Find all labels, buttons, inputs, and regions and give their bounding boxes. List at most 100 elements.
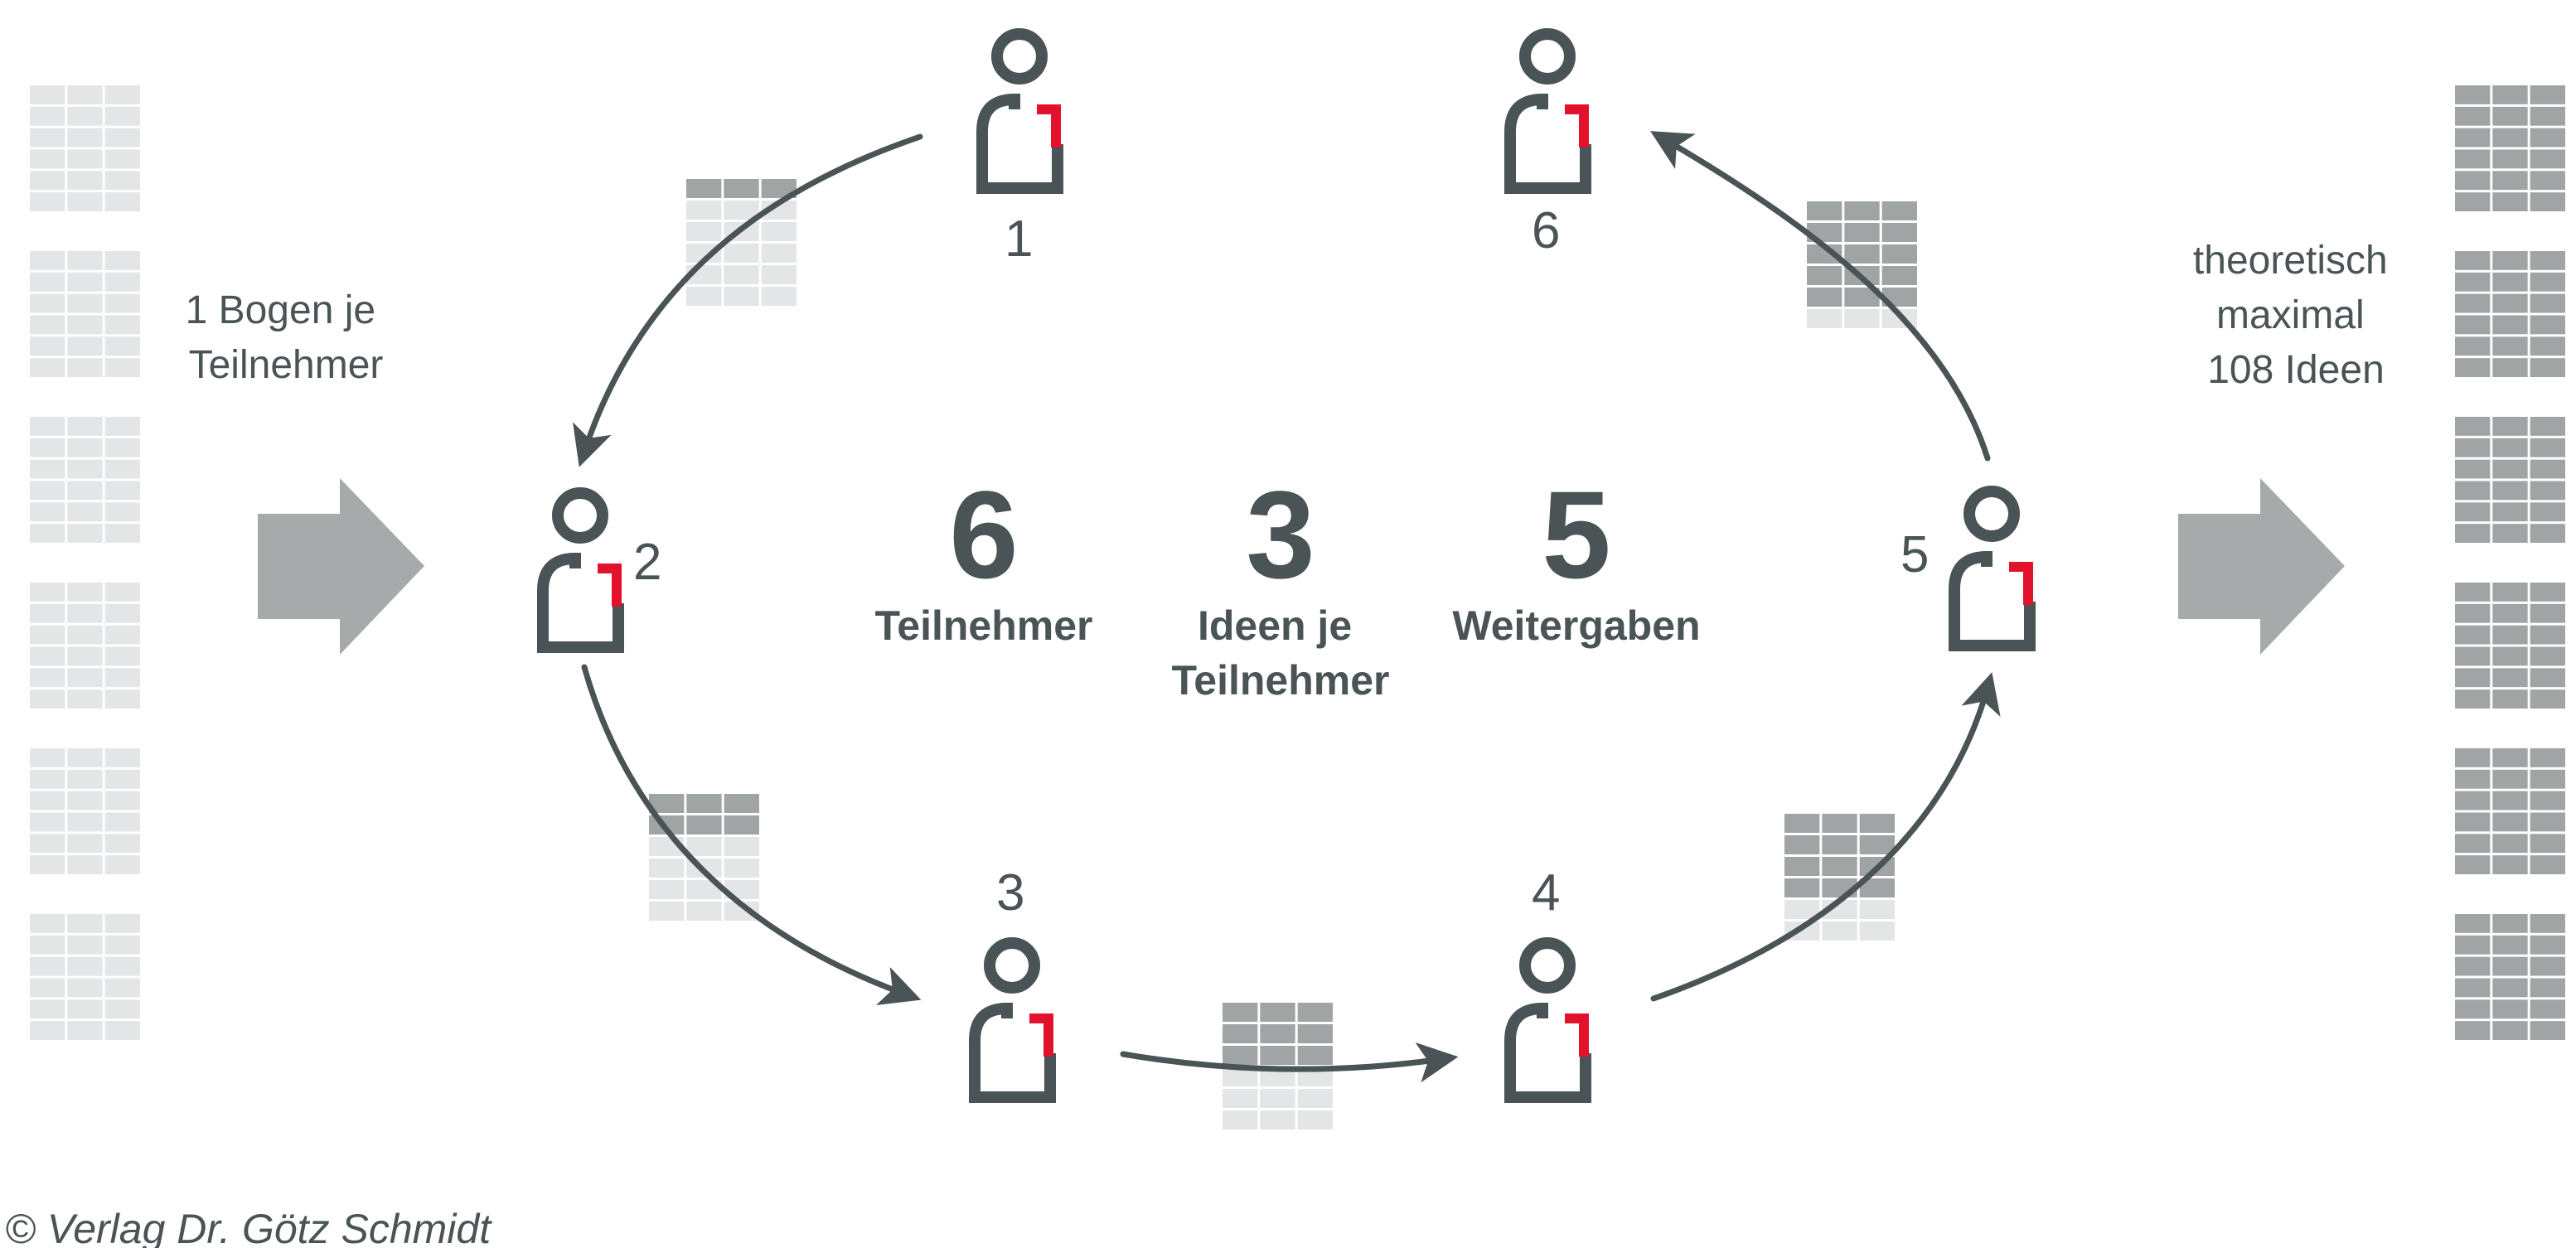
stat-label-ideas: Ideen je Teilnehmer bbox=[1171, 602, 1389, 704]
sheet-cell bbox=[2492, 935, 2528, 955]
sheet-cell bbox=[1822, 921, 1857, 941]
sheet-cell bbox=[649, 902, 685, 921]
sheet-cell bbox=[67, 834, 103, 854]
sheet-cell bbox=[2530, 583, 2565, 602]
sheet-cell bbox=[30, 935, 65, 955]
sheet-cell bbox=[30, 791, 65, 810]
sheet-cell bbox=[686, 815, 722, 834]
sheet-cell bbox=[761, 287, 797, 306]
sheet-cell bbox=[1260, 1089, 1295, 1108]
sheet-cell bbox=[2492, 956, 2528, 976]
sheet-cell bbox=[1260, 1003, 1295, 1022]
sheet-cell bbox=[2455, 583, 2491, 602]
sheet-cell bbox=[2492, 748, 2528, 767]
sheet-cell bbox=[30, 668, 65, 688]
sheet-cell bbox=[104, 769, 140, 789]
sheet-cell bbox=[724, 265, 759, 284]
sheet-cell bbox=[104, 192, 140, 211]
sheet-cell bbox=[67, 251, 103, 270]
participant-number: 1 bbox=[1005, 210, 1033, 268]
sheet-cell bbox=[2455, 315, 2491, 335]
passed-idea-sheet bbox=[686, 179, 797, 306]
sheet-cell bbox=[2455, 1021, 2491, 1040]
sheet-cell bbox=[104, 251, 140, 270]
sheet-cell bbox=[67, 914, 103, 933]
sheet-cell bbox=[67, 625, 103, 645]
sheet-cell bbox=[30, 769, 65, 789]
sheet-cell bbox=[2492, 834, 2528, 854]
sheet-cell bbox=[104, 417, 140, 436]
passed-idea-sheet bbox=[649, 794, 759, 921]
sheet-cell bbox=[67, 855, 103, 874]
sheet-cell bbox=[2530, 1021, 2565, 1040]
participant-number: 3 bbox=[996, 864, 1024, 921]
blank-idea-sheet bbox=[30, 251, 140, 377]
sheet-cell bbox=[1297, 1089, 1333, 1108]
sheet-cell bbox=[30, 625, 65, 645]
sheet-cell bbox=[1223, 1089, 1258, 1108]
sheet-cell bbox=[686, 880, 722, 899]
passed-idea-sheet bbox=[1223, 1003, 1333, 1129]
sheet-cell bbox=[2492, 524, 2528, 543]
sheet-cell bbox=[67, 812, 103, 832]
pass-arrow-1-to-2 bbox=[573, 133, 923, 467]
sheet-cell bbox=[2530, 769, 2565, 789]
input-label: 1 Bogen je Teilnehmer bbox=[186, 288, 387, 387]
sheet-cell bbox=[2492, 438, 2528, 457]
sheet-cell bbox=[2455, 791, 2491, 810]
sheet-cell bbox=[2530, 978, 2565, 998]
sheet-cell bbox=[686, 794, 722, 813]
sheet-cell bbox=[2530, 646, 2565, 666]
sheet-cell bbox=[1784, 835, 1820, 854]
participant-6-icon bbox=[1510, 34, 1589, 188]
sheet-cell bbox=[2492, 459, 2528, 479]
sheet-cell bbox=[30, 272, 65, 292]
sheet-cell bbox=[2530, 791, 2565, 810]
sheet-cell bbox=[2530, 935, 2565, 955]
sheet-cell bbox=[30, 149, 65, 169]
sheet-cell bbox=[2530, 914, 2565, 933]
sheet-cell bbox=[2492, 914, 2528, 933]
sheet-cell bbox=[104, 748, 140, 767]
sheet-cell bbox=[1807, 266, 1842, 285]
sheet-cell bbox=[1859, 814, 1895, 833]
sheet-cell bbox=[1260, 1046, 1295, 1065]
sheet-cell bbox=[30, 336, 65, 356]
sheet-cell bbox=[2492, 85, 2528, 104]
participant-number: 2 bbox=[633, 534, 661, 591]
sheet-cell bbox=[724, 902, 759, 921]
sheet-cell bbox=[30, 85, 65, 104]
sheet-cell bbox=[67, 272, 103, 292]
sheet-cell bbox=[1844, 201, 1880, 220]
sheet-cell bbox=[67, 149, 103, 169]
sheet-cell bbox=[67, 668, 103, 688]
sheet-cell bbox=[67, 524, 103, 543]
sheet-cell bbox=[2492, 978, 2528, 998]
sheet-cell bbox=[67, 438, 103, 457]
sheet-cell bbox=[761, 265, 797, 284]
sheet-cell bbox=[104, 999, 140, 1019]
sheet-cell bbox=[1223, 1067, 1258, 1086]
sheet-cell bbox=[2492, 999, 2528, 1019]
sheet-cell bbox=[2455, 812, 2491, 832]
sheet-cell bbox=[2530, 524, 2565, 543]
output-sheets-stack bbox=[2455, 85, 2565, 1040]
sheet-cell bbox=[67, 689, 103, 709]
sheet-cell bbox=[2455, 769, 2491, 789]
completed-idea-sheet bbox=[2455, 914, 2565, 1040]
sheet-cell bbox=[1844, 309, 1880, 328]
sheet-cell bbox=[1807, 244, 1842, 264]
sheet-cell bbox=[2455, 358, 2491, 377]
sheet-cell bbox=[686, 179, 722, 198]
sheet-cell bbox=[1223, 1110, 1258, 1129]
sheet-cell bbox=[104, 935, 140, 955]
sheet-cell bbox=[2455, 956, 2491, 976]
sheet-cell bbox=[686, 244, 722, 263]
sheet-cell bbox=[2455, 128, 2491, 148]
sheet-cell bbox=[2530, 834, 2565, 854]
sheet-cell bbox=[2455, 935, 2491, 955]
sheet-cell bbox=[686, 287, 722, 306]
sheet-cell bbox=[1260, 1067, 1295, 1086]
sheet-cell bbox=[67, 192, 103, 211]
completed-idea-sheet bbox=[2455, 85, 2565, 211]
